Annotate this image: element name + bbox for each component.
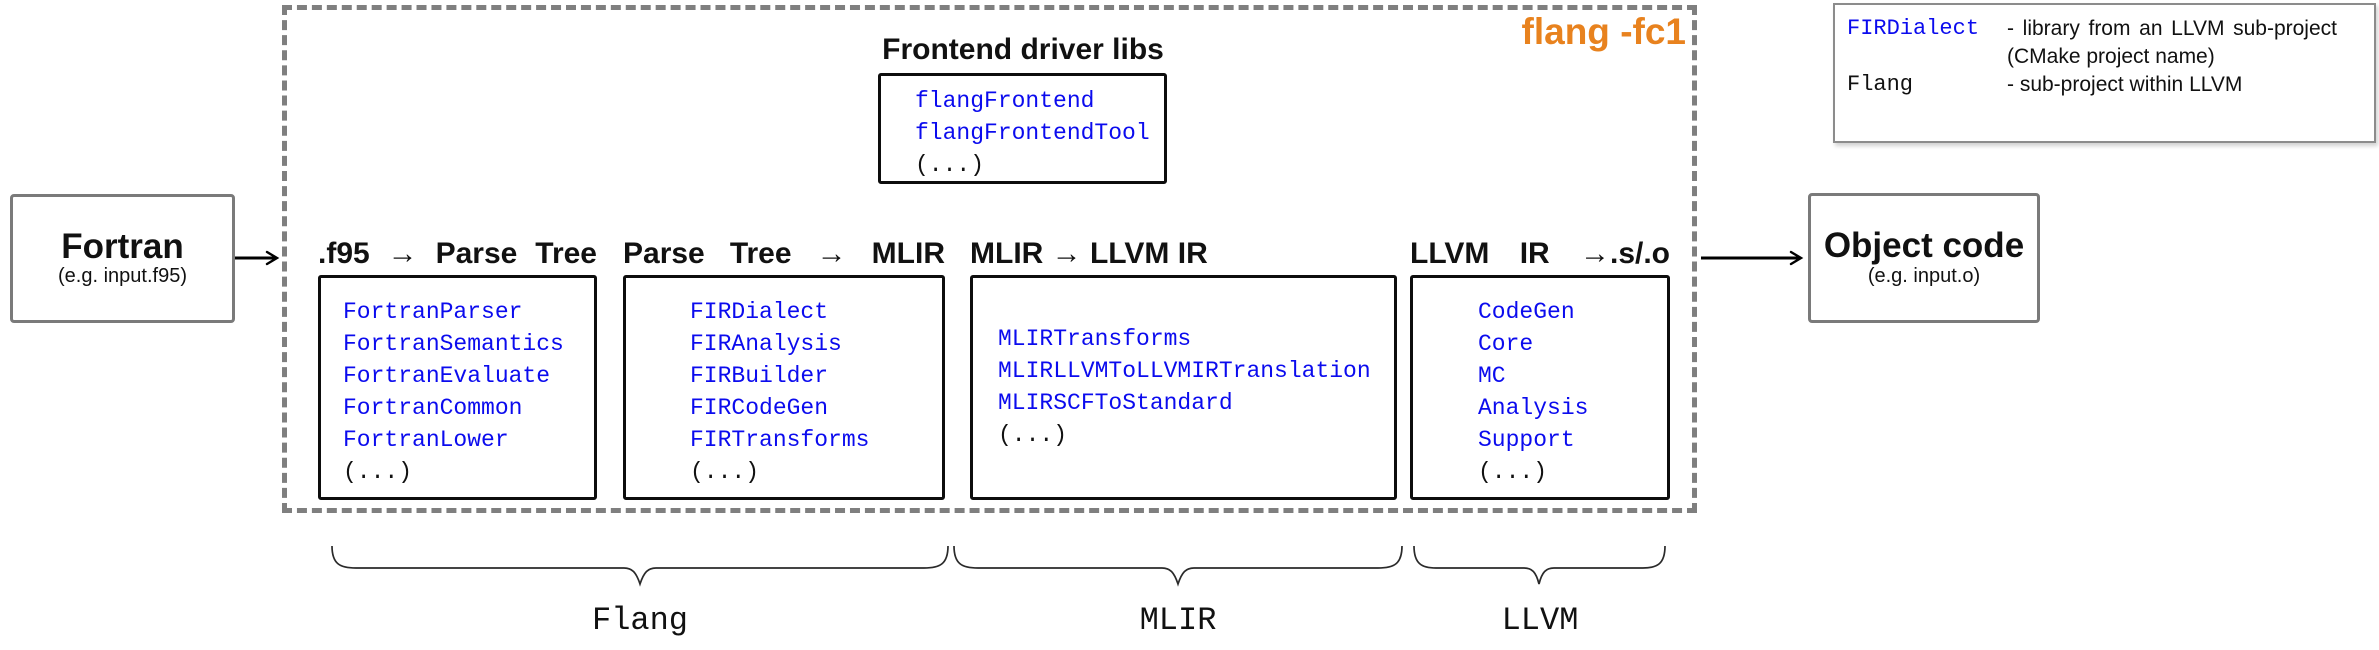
library-item: MLIRTransforms: [998, 326, 1192, 352]
fortran-input-box: Fortran (e.g. input.f95): [10, 194, 235, 323]
legend-term-firdialect: FIRDialect: [1847, 16, 1980, 41]
output-arrow: [1701, 250, 1804, 266]
library-item: flangFrontend: [915, 88, 1095, 114]
library-item: FortranCommon: [343, 395, 523, 421]
stage-box-f95-to-parse-tree: FortranParser FortranSemantics FortranEv…: [318, 275, 597, 500]
library-item: FortranSemantics: [343, 331, 564, 357]
library-item: FIRAnalysis: [690, 331, 842, 357]
library-item: Analysis: [1478, 395, 1589, 421]
stage-title-parse-tree-to-mlir: Parse Tree → MLIR: [623, 237, 945, 270]
flang-brace: [331, 545, 949, 587]
library-item: CodeGen: [1478, 299, 1575, 325]
library-item: MC: [1478, 363, 1506, 389]
library-item: FIRTransforms: [690, 427, 870, 453]
input-arrow: [235, 250, 280, 266]
frontend-driver-libs-title: Frontend driver libs: [882, 33, 1164, 66]
library-more-ellipsis: (...): [690, 459, 760, 485]
mlir-brace: [953, 545, 1403, 587]
object-code-title: Object code: [1823, 226, 2025, 266]
library-item: Support: [1478, 427, 1575, 453]
stage-title-llvm-ir-to-object: LLVM IR →.s/.o: [1410, 237, 1670, 270]
library-more-ellipsis: (...): [998, 422, 1068, 448]
stage-box-mlir-to-llvm-ir: MLIRTransforms MLIRLLVMToLLVMIRTranslati…: [970, 275, 1397, 500]
flang-brace-label: Flang: [591, 602, 688, 639]
library-item: FortranParser: [343, 299, 523, 325]
library-item: FIRCodeGen: [690, 395, 829, 421]
driver-mode-label: flang -fc1: [1521, 11, 1686, 52]
legend-desc-firdialect: - library from an LLVM sub-project (CMak…: [2007, 17, 2337, 68]
fortran-input-subtitle: (e.g. input.f95): [58, 265, 187, 288]
stage-box-parse-tree-to-mlir: FIRDialect FIRAnalysis FIRBuilder FIRCod…: [623, 275, 945, 500]
llvm-brace-label: LLVM: [1501, 602, 1579, 639]
llvm-brace: [1413, 545, 1666, 585]
library-item: flangFrontendTool: [915, 120, 1150, 146]
legend-term-flang: Flang: [1847, 72, 1914, 97]
mlir-brace-label: MLIR: [1139, 602, 1217, 639]
library-item: MLIRLLVMToLLVMIRTranslation: [998, 358, 1371, 384]
library-item: FortranLower: [343, 427, 509, 453]
library-more-ellipsis: (...): [343, 459, 413, 485]
legend-box: FIRDialect - library from an LLVM sub-pr…: [1833, 3, 2376, 143]
frontend-driver-libs-box: flangFrontend flangFrontendTool (...): [878, 73, 1167, 184]
fortran-input-title: Fortran: [61, 226, 184, 266]
stage-title-f95-to-parse-tree: .f95 → Parse Tree: [318, 237, 597, 270]
library-item: Core: [1478, 331, 1534, 357]
library-more-ellipsis: (...): [915, 152, 985, 178]
flang-fc1-dashed-box: [282, 5, 1697, 513]
legend-desc-flang: - sub-project within LLVM: [2007, 73, 2243, 96]
library-item: MLIRSCFToStandard: [998, 390, 1233, 416]
object-code-subtitle: (e.g. input.o): [1867, 264, 1981, 287]
stage-title-mlir-to-llvm-ir: MLIR → LLVM IR: [970, 237, 1208, 270]
object-code-box: Object code (e.g. input.o): [1808, 193, 2040, 323]
stage-box-llvm-ir-to-object: CodeGen Core MC Analysis Support (...): [1410, 275, 1670, 500]
library-item: FIRBuilder: [690, 363, 829, 389]
library-item: FortranEvaluate: [343, 363, 551, 389]
library-more-ellipsis: (...): [1478, 459, 1548, 485]
library-item: FIRDialect: [690, 299, 829, 325]
